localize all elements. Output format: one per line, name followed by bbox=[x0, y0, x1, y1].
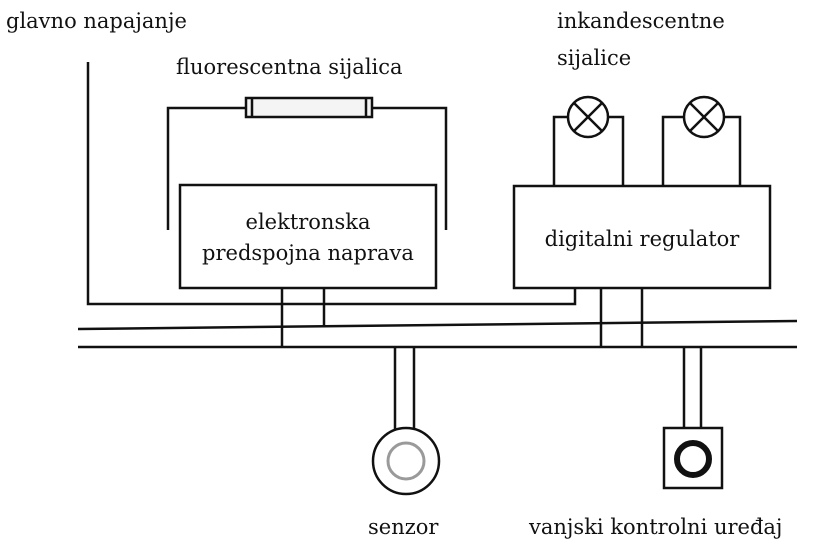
incandescent-lamp-1-cross-b bbox=[573, 102, 603, 132]
fluorescent-circuit-wire bbox=[166, 106, 448, 230]
sensor-inner bbox=[386, 441, 426, 481]
sensor-label: senzor bbox=[368, 515, 439, 539]
ballast-label-line1: elektronska bbox=[245, 210, 371, 234]
incandescent-lamp-2-wire bbox=[661, 115, 742, 186]
ballast-box bbox=[178, 183, 438, 290]
incandescent-lamp-1-wire bbox=[552, 115, 625, 186]
incandescent-label-line1: inkandescentne bbox=[557, 9, 725, 33]
main-power-wire bbox=[86, 62, 577, 306]
ballast-label-line2: predspojna naprava bbox=[202, 241, 414, 265]
external-control-label: vanjski kontrolni uređaj bbox=[529, 515, 783, 539]
regulator-label: digitalni regulator bbox=[544, 227, 740, 251]
control-device-knob bbox=[674, 440, 712, 478]
bus-line-upper bbox=[77, 319, 798, 331]
main-power-label: glavno napajanje bbox=[6, 9, 187, 33]
fluorescent-tube bbox=[244, 96, 374, 119]
regulator-box bbox=[512, 184, 772, 290]
fluorescent-lamp-label: fluorescentna sijalica bbox=[176, 55, 403, 79]
incandescent-lamp-2-cross-b bbox=[689, 102, 719, 132]
incandescent-label-line2: sijalice bbox=[557, 46, 632, 70]
